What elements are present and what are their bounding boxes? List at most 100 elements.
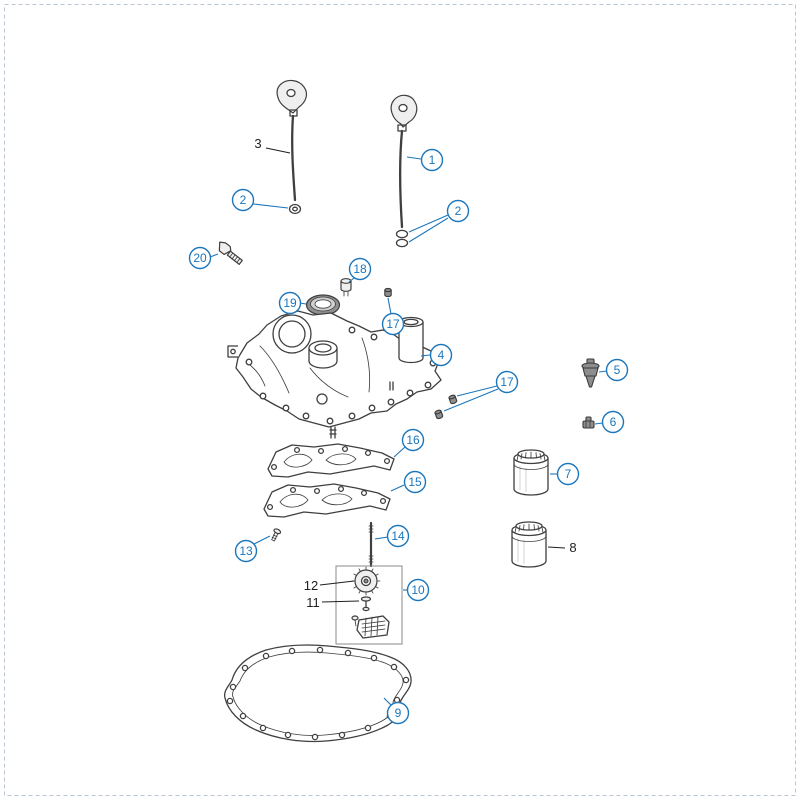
seal-part-19 xyxy=(305,294,341,316)
callout-number: 18 xyxy=(353,262,367,276)
callout-circle xyxy=(406,578,430,602)
oil-filter-part-8 xyxy=(511,521,547,568)
callout-number: 20 xyxy=(193,251,207,265)
callout-number: 12 xyxy=(304,578,318,593)
callout-number: 17 xyxy=(500,375,514,389)
bolt-part-17-top xyxy=(384,287,392,298)
callout-circle xyxy=(234,539,258,563)
screw-part-13 xyxy=(271,528,282,542)
callout-circle xyxy=(278,291,302,315)
callout-circle xyxy=(605,358,629,382)
baffle-part-15 xyxy=(263,483,391,518)
callout-leader-line xyxy=(598,370,608,373)
callout-number: 13 xyxy=(239,544,253,558)
callout-circle xyxy=(386,701,410,725)
callout-number: 7 xyxy=(565,467,572,481)
callout-leader-line xyxy=(408,217,449,243)
callout-14[interactable]: 14 xyxy=(374,524,410,548)
callout-leader-line xyxy=(594,422,604,425)
callout-number: 8 xyxy=(569,540,576,555)
stud-part-14 xyxy=(368,521,374,568)
strainer-part xyxy=(351,615,390,639)
callout-leader-line xyxy=(443,388,499,412)
callout-circle xyxy=(601,410,625,434)
callout-5[interactable]: 5 xyxy=(598,358,629,382)
callout-number: 2 xyxy=(240,193,247,207)
callout-number: 3 xyxy=(254,136,261,151)
callout-circle xyxy=(556,462,580,486)
callout-9[interactable]: 9 xyxy=(383,697,410,725)
pan-gasket-part-9 xyxy=(223,644,412,743)
pump-assembly-box xyxy=(335,565,403,645)
gear-part-12 xyxy=(351,566,381,596)
clip-part-6 xyxy=(582,416,595,429)
callout-circle xyxy=(446,199,470,223)
callout-number: 5 xyxy=(614,363,621,377)
callout-number: 14 xyxy=(391,529,405,543)
callout-circle xyxy=(188,246,212,270)
callout-2[interactable]: 2 xyxy=(408,199,470,243)
dipstick-part-3 xyxy=(276,79,308,202)
callout-number: 15 xyxy=(408,475,422,489)
callout-13[interactable]: 13 xyxy=(234,535,271,563)
callout-circle xyxy=(403,470,427,494)
callout-leader-line xyxy=(456,385,498,397)
callout-16[interactable]: 16 xyxy=(393,428,425,458)
callout-leader-line xyxy=(408,214,449,233)
callout-leader-line xyxy=(547,546,566,549)
callout-leader-line xyxy=(387,297,392,315)
callout-2[interactable]: 2 xyxy=(231,188,289,212)
callout-number: 17 xyxy=(386,317,400,331)
callout-leader-line xyxy=(265,147,291,154)
callout-leader-line xyxy=(252,203,289,209)
callout-11[interactable]: 11 xyxy=(306,595,360,610)
plug-part-18 xyxy=(340,278,352,297)
callout-leader-line xyxy=(406,156,422,160)
callout-circle xyxy=(231,188,255,212)
callout-4[interactable]: 4 xyxy=(420,343,453,367)
callout-circle xyxy=(386,524,410,548)
bolt-part-20 xyxy=(218,241,243,265)
callout-circle xyxy=(429,343,453,367)
callout-leader-line xyxy=(209,253,219,258)
gasket-part-16 xyxy=(267,443,395,478)
callout-18[interactable]: 18 xyxy=(348,257,372,283)
callout-leader-line xyxy=(319,580,355,586)
callout-number: 19 xyxy=(283,296,297,310)
callout-6[interactable]: 6 xyxy=(594,410,625,434)
timing-cover-part-4 xyxy=(227,310,442,439)
bolt-part-17-right-a xyxy=(448,394,458,405)
callout-leader-line xyxy=(348,277,355,283)
callout-number: 16 xyxy=(406,433,420,447)
callout-number: 6 xyxy=(610,415,617,429)
callout-circle xyxy=(348,257,372,281)
callout-number: 10 xyxy=(411,583,425,597)
oil-filter-part-7 xyxy=(513,449,549,496)
callout-17[interactable]: 17 xyxy=(381,297,405,336)
callout-3[interactable]: 3 xyxy=(254,136,291,154)
callout-15[interactable]: 15 xyxy=(390,470,427,494)
callout-number: 11 xyxy=(306,595,320,610)
callout-12[interactable]: 12 xyxy=(304,578,355,593)
sensor-part-5 xyxy=(581,358,600,388)
callout-circle xyxy=(495,370,519,394)
orings-part-2-right xyxy=(395,229,409,248)
dipstick-part-1 xyxy=(390,94,418,229)
bolt-part-17-right-b xyxy=(434,409,444,420)
callout-20[interactable]: 20 xyxy=(188,246,219,270)
callout-10[interactable]: 10 xyxy=(403,578,430,602)
callout-leader-line xyxy=(393,446,406,458)
oring-part-2-left xyxy=(288,203,302,215)
callout-17[interactable]: 17 xyxy=(443,370,519,412)
callout-19[interactable]: 19 xyxy=(278,291,307,315)
callout-number: 1 xyxy=(429,153,436,167)
callout-8[interactable]: 8 xyxy=(547,540,577,555)
callout-leader-line xyxy=(420,354,431,357)
callout-1[interactable]: 1 xyxy=(406,148,444,172)
callout-number: 2 xyxy=(455,204,462,218)
callout-7[interactable]: 7 xyxy=(550,462,580,486)
bolt-part-11 xyxy=(360,596,372,612)
callout-leader-line xyxy=(253,535,271,545)
